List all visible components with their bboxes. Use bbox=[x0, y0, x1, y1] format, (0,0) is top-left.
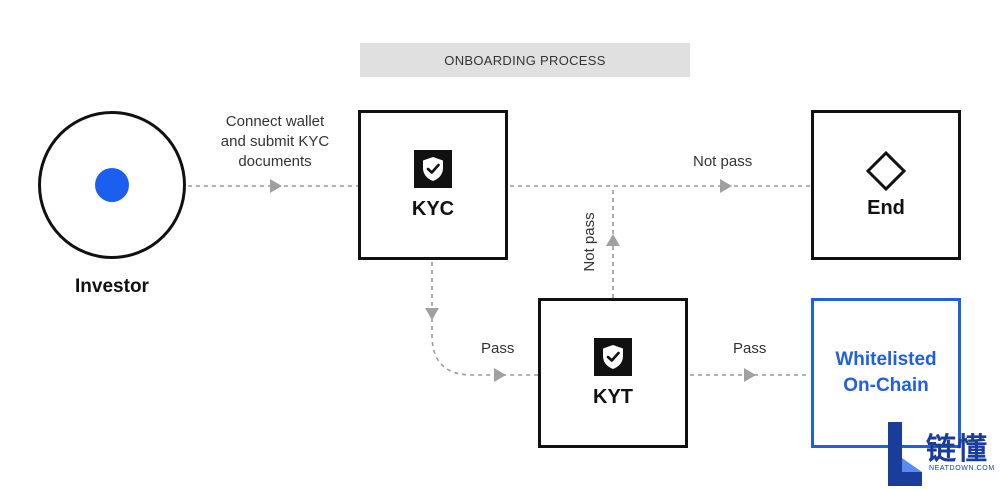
kyt-node: KYT bbox=[538, 298, 688, 448]
investor-dot-icon bbox=[95, 168, 129, 202]
watermark-site: NEATDOWN.COM bbox=[929, 465, 995, 472]
whitelisted-node: Whitelisted On-Chain bbox=[811, 298, 961, 448]
pass-label-kyt: Pass bbox=[481, 340, 515, 357]
arrow-kyt-whitelist bbox=[744, 368, 756, 382]
connect-line-2: and submit KYC bbox=[220, 133, 330, 150]
kyc-label: KYC bbox=[411, 197, 455, 220]
kyt-label: KYT bbox=[593, 385, 633, 408]
arrow-kyc-down bbox=[425, 308, 439, 320]
diamond-icon bbox=[866, 150, 906, 191]
l-logo-icon bbox=[888, 422, 922, 486]
process-title: ONBOARDING PROCESS bbox=[444, 52, 606, 68]
arrow-investor-kyc bbox=[270, 179, 282, 193]
investor-label: Investor bbox=[75, 276, 149, 297]
arrow-kyc-kyt bbox=[494, 368, 506, 382]
shield-check-icon bbox=[414, 149, 452, 188]
edge-kyc-kyt bbox=[431, 262, 538, 376]
not-pass-label-kyt: Not pass bbox=[581, 212, 598, 272]
connect-line-3: documents bbox=[238, 153, 312, 170]
kyc-node: KYC bbox=[358, 110, 508, 260]
pass-label-whitelist: Pass bbox=[733, 340, 767, 357]
connect-line-1: Connect wallet bbox=[225, 113, 325, 130]
process-header: ONBOARDING PROCESS bbox=[360, 43, 690, 77]
end-node: End bbox=[811, 110, 961, 260]
not-pass-label-end: Not pass bbox=[693, 153, 753, 170]
connect-wallet-label: Connect wallet and submit KYC documents bbox=[205, 112, 345, 172]
whitelisted-line-1: Whitelisted bbox=[835, 349, 937, 370]
watermark-logo: 链懂 NEATDOWN.COM bbox=[884, 418, 1000, 489]
arrow-kyt-up bbox=[606, 234, 620, 246]
watermark-chars: 链懂 bbox=[926, 432, 988, 467]
investor-node bbox=[38, 111, 186, 259]
shield-check-icon bbox=[594, 337, 632, 376]
end-label: End bbox=[867, 196, 905, 219]
whitelisted-line-2: On-Chain bbox=[843, 375, 929, 396]
arrow-kyc-end bbox=[720, 179, 732, 193]
